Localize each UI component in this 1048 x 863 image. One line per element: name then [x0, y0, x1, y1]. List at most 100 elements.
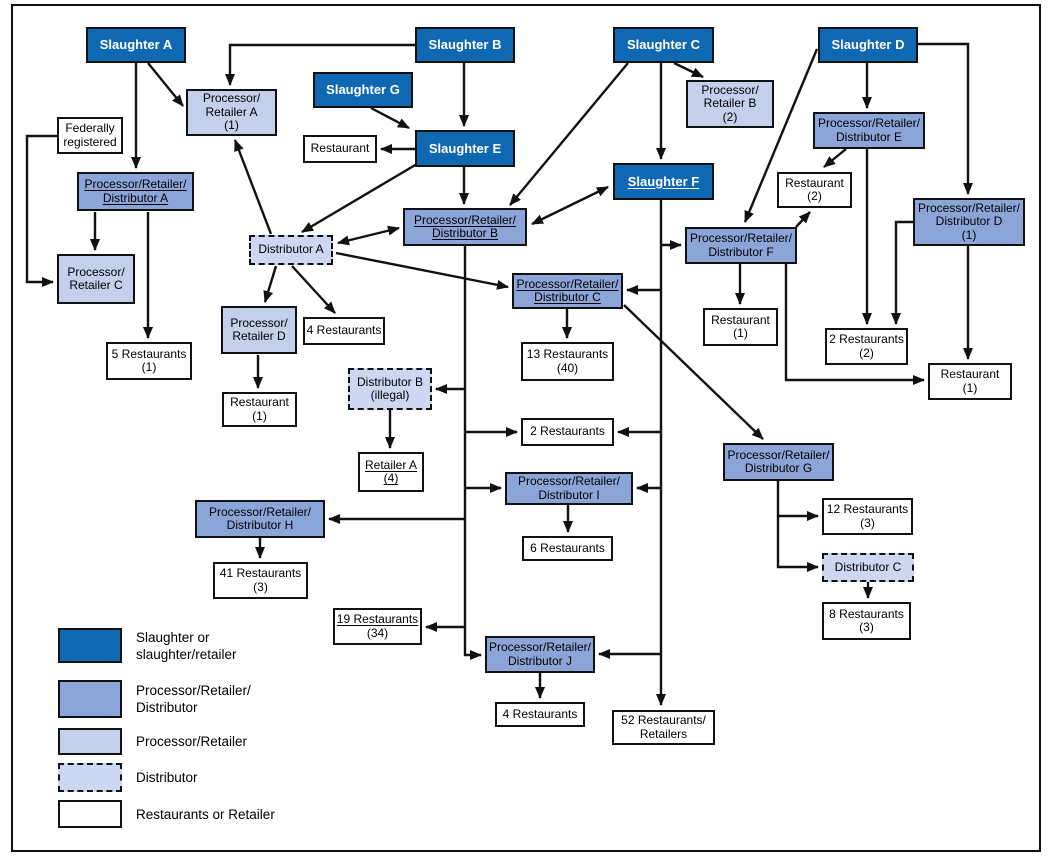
- node-fiftytwo-restaurants: 52 Restaurants/Retailers: [612, 710, 715, 745]
- node-restaurant-2: Restaurant(2): [777, 172, 852, 208]
- node-label-line: (illegal): [370, 388, 410, 402]
- node-slaughter-b: Slaughter B: [415, 27, 515, 63]
- node-label-line: Distributor G: [744, 461, 813, 475]
- edge-federally-registered--pr-c: [25, 134, 57, 287]
- node-prd-j: Processor/Retailer/Distributor J: [485, 636, 595, 673]
- node-label-line: Distributor B: [431, 226, 499, 240]
- node-label-line: Processor/: [230, 315, 288, 330]
- node-two-restaurants: 2 Restaurants: [521, 418, 614, 446]
- node-restaurant-1-d: Restaurant(1): [222, 392, 297, 427]
- node-slaughter-a: Slaughter A: [86, 27, 186, 63]
- legend-item-pr: Processor/Retailer: [58, 728, 247, 755]
- edge-prd-f--restaurant-1-right: [784, 264, 925, 385]
- legend-item-prd: Processor/Retailer/ Distributor: [58, 680, 251, 718]
- node-label-line: 4 Restaurants: [502, 706, 578, 721]
- node-label-line: Federally: [65, 121, 115, 135]
- node-label-line: Processor/Retailer/: [413, 212, 517, 227]
- edge-slaughter-d--prd-f: [743, 48, 819, 223]
- node-prd-a: Processor/Retailer/Distributor A: [77, 172, 194, 211]
- node-slaughter-e: Slaughter E: [415, 130, 515, 167]
- node-label-line: 19 Restaurants: [336, 612, 419, 626]
- legend-label-white: Restaurants or Retailer: [136, 806, 275, 822]
- node-twelve-restaurants: 12 Restaurants(3): [822, 498, 913, 535]
- node-prd-c: Processor/Retailer/Distributor C: [512, 273, 623, 309]
- node-six-restaurants: 6 Restaurants: [522, 536, 613, 561]
- node-label-line: 4 Restaurants: [306, 323, 382, 338]
- edge-dist-a--pr-d: [263, 265, 278, 303]
- node-restaurant-e: Restaurant: [303, 135, 377, 163]
- node-label-line: Processor/Retailer/: [517, 474, 621, 488]
- node-prd-e: Processor/Retailer/Distributor E: [813, 112, 925, 149]
- node-label-line: Restaurant: [940, 367, 1000, 381]
- node-label-line: Processor/: [202, 91, 261, 106]
- node-dist-b: Distributor B(illegal): [348, 368, 432, 410]
- legend-label-slaughter: Slaughter or slaughter/retailer: [136, 629, 237, 662]
- node-label-line: Processor/Retailer/: [917, 200, 1021, 215]
- node-restaurant-1-right: Restaurant(1): [928, 363, 1012, 400]
- node-label-line: Distributor C: [534, 290, 601, 304]
- node-restaurant-1-f: Restaurant(1): [703, 308, 778, 346]
- node-label-line: Retailer A: [364, 457, 418, 472]
- node-label-line: (2): [807, 189, 822, 203]
- node-label-line: 2 Restaurants: [530, 424, 605, 439]
- node-label-line: 6 Restaurants: [530, 540, 605, 555]
- node-slaughter-c: Slaughter C: [613, 27, 714, 63]
- edge-dist-a--four-restaurants-a: [291, 265, 336, 314]
- node-four-restaurants-a: 4 Restaurants: [303, 317, 385, 345]
- node-label-line: (3): [860, 515, 875, 530]
- node-prd-f: Processor/Retailer/Distributor F: [685, 227, 797, 264]
- edge-slaughter-b--pr-a: [225, 43, 415, 86]
- node-label-line: Slaughter B: [428, 37, 502, 53]
- node-label-line: Distributor H: [226, 518, 294, 532]
- node-label-line: Processor/Retailer/: [817, 116, 921, 130]
- node-label-line: Processor/Retailer/: [516, 276, 619, 291]
- node-label-line: (1): [961, 227, 977, 242]
- node-label-line: (2): [859, 345, 874, 360]
- node-label-line: Retailer B: [703, 96, 757, 111]
- edge-slaughter-g--slaughter-e: [370, 106, 410, 130]
- node-prd-b: Processor/Retailer/Distributor B: [403, 208, 527, 246]
- node-label-line: 52 Restaurants/: [621, 713, 706, 727]
- node-label-line: (1): [252, 408, 267, 423]
- node-label-line: Processor/: [67, 264, 125, 279]
- edge-dist-a--pr-a: [233, 139, 273, 235]
- node-label-line: (1): [141, 360, 157, 374]
- node-dist-a: Distributor A: [249, 235, 333, 265]
- node-label-line: registered: [63, 134, 117, 149]
- node-label-line: Slaughter F: [627, 173, 700, 189]
- node-retailer-a: Retailer A(4): [358, 452, 424, 492]
- node-label-line: (40): [556, 360, 579, 375]
- node-label-line: Restaurant: [711, 312, 770, 327]
- node-label-line: 41 Restaurants: [219, 566, 302, 580]
- node-label-line: Restaurant: [310, 141, 370, 156]
- node-label-line: (3): [253, 579, 268, 594]
- node-label-line: Distributor B: [356, 374, 424, 389]
- node-label-line: Distributor A: [102, 190, 169, 205]
- edge-slaughter-e--dist-a: [301, 162, 418, 234]
- edge-slaughter-c--pr-b: [673, 61, 704, 79]
- legend-item-white: Restaurants or Retailer: [58, 800, 275, 828]
- legend-swatch-slaughter: [58, 628, 122, 663]
- edge-prd-f--restaurant-2: [795, 211, 811, 228]
- legend-label-dist: Distributor: [136, 770, 198, 785]
- node-pr-c: Processor/Retailer C: [57, 254, 135, 304]
- node-label-line: Distributor C: [834, 559, 902, 574]
- node-thirteen-restaurants: 13 Restaurants(40): [521, 342, 614, 381]
- node-label-line: (3): [859, 620, 874, 634]
- edge-slaughter-c--prd-b: [509, 62, 629, 206]
- node-label-line: Slaughter A: [99, 37, 173, 53]
- node-label-line: Retailer A: [205, 104, 258, 119]
- node-label-line: Processor/Retailer/: [689, 231, 793, 245]
- node-dist-c: Distributor C: [822, 553, 914, 582]
- node-four-restaurants-b: 4 Restaurants: [495, 702, 585, 727]
- node-label-line: Retailer C: [69, 278, 123, 292]
- edge-prd-c--prd-g: [623, 304, 764, 440]
- node-label-line: (1): [733, 326, 748, 340]
- node-label-line: Retailers: [639, 726, 688, 741]
- node-label-line: (34): [366, 625, 389, 640]
- node-label-line: Slaughter G: [326, 82, 400, 98]
- node-label-line: Distributor I: [538, 487, 600, 502]
- node-label-line: (1): [224, 118, 239, 133]
